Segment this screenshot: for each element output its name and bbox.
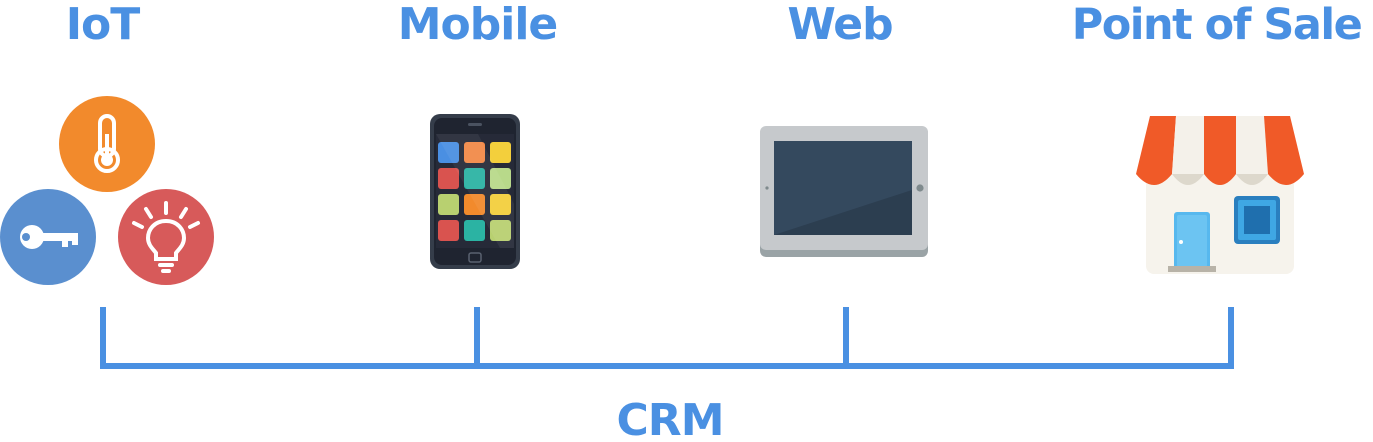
app-tile [490,168,511,189]
crm-connector-bracket [100,307,1234,369]
smartphone-icon [430,114,520,269]
app-tile [438,168,459,189]
app-tile [438,194,459,215]
lightbulb-icon [118,189,214,285]
app-tile [464,168,485,189]
heading-crm: CRM [616,395,725,442]
app-tile [490,142,511,163]
storefront-icon [1136,116,1304,274]
heading-point-of-sale: Point of Sale [1071,0,1363,50]
app-tile [490,194,511,215]
key-icon [0,189,96,285]
app-tile [464,194,485,215]
heading-mobile: Mobile [397,0,559,50]
app-tile [464,142,485,163]
app-tile [438,220,459,241]
app-tile [464,220,485,241]
heading-iot: IoT [65,0,141,50]
thermometer-icon [59,96,155,192]
tablet-icon [760,126,928,257]
app-tile [438,142,459,163]
heading-web: Web [787,0,893,50]
app-tile [490,220,511,241]
